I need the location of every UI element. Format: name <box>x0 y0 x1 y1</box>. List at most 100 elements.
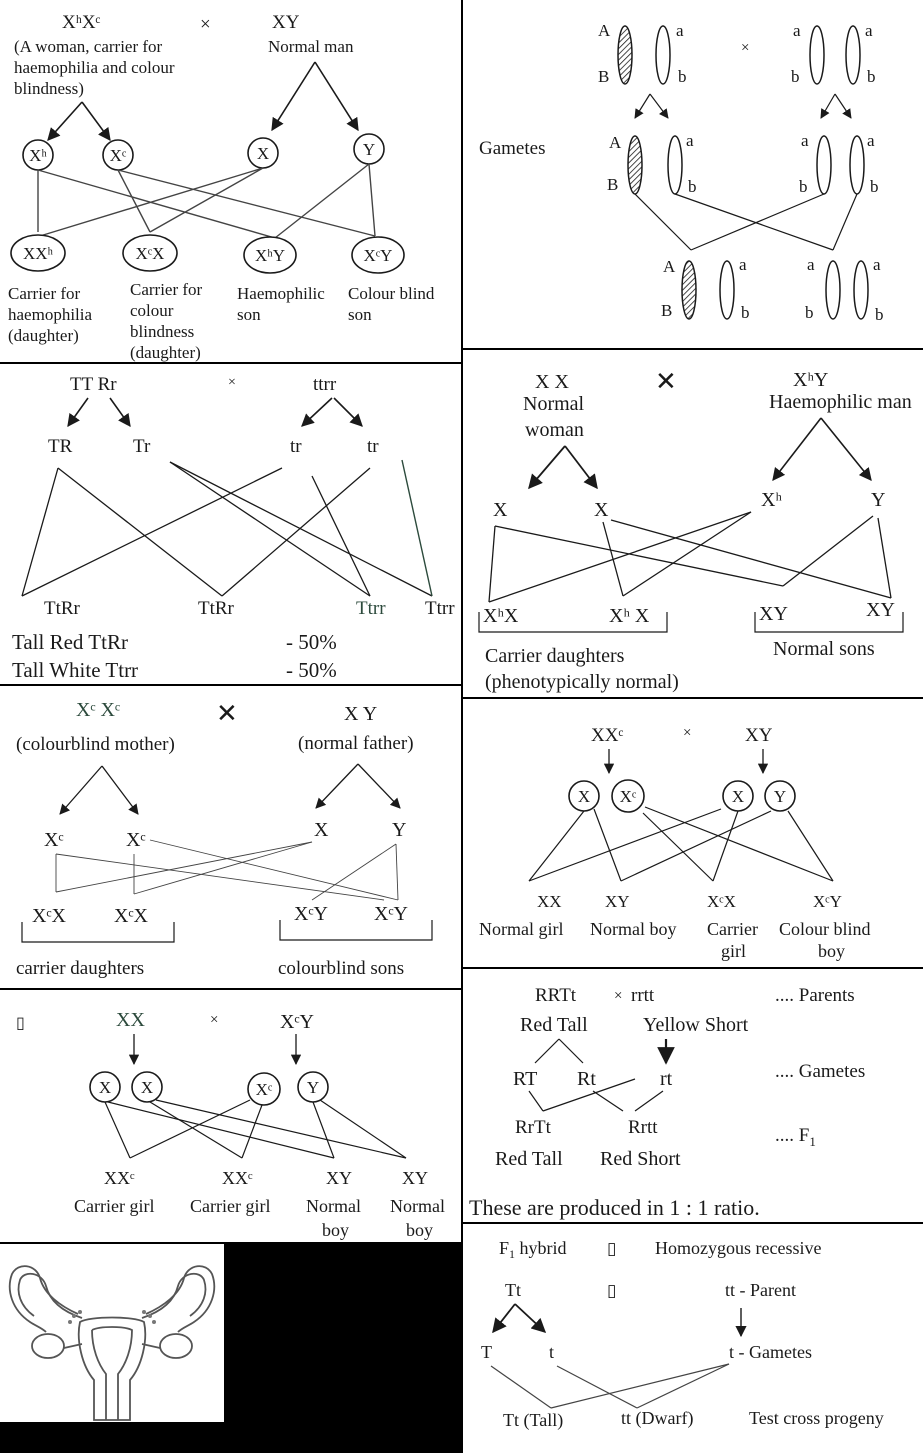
gamete-label: X <box>314 819 329 841</box>
panel-carrier-mother-cross: XXᶜ × XY X Xᶜ X Y XX XY XᶜX XᶜY Normal g… <box>463 699 923 967</box>
panel-colourblind-father-cross: ▯ XX × XᶜY X X Xᶜ Y XXᶜ XXᶜ XY XY Carrie… <box>0 990 461 1242</box>
parent1-genotype: TT Rr <box>70 374 117 395</box>
gamete-label: Y <box>871 489 885 511</box>
allele: b <box>875 305 884 324</box>
offspring-desc: Normal <box>390 1196 445 1216</box>
offspring-phenotype: Red Short <box>600 1148 681 1170</box>
offspring-genotype: Xʰ X <box>609 605 650 627</box>
cross-symbol: × <box>210 1012 218 1028</box>
gamete-label: t <box>549 1342 554 1362</box>
offspring-circle <box>122 234 178 272</box>
allele: b <box>791 67 800 86</box>
allele: a <box>807 255 815 274</box>
gamete-label: X <box>493 499 508 521</box>
offspring-desc: Carrier for <box>8 284 81 303</box>
offspring-genotype: Ttrr <box>425 598 455 619</box>
allele: a <box>801 131 809 150</box>
parent1-genotype: Tt <box>505 1280 521 1300</box>
allele: b <box>799 177 808 196</box>
offspring-desc: haemophilia <box>8 305 92 324</box>
offspring-desc: blindness <box>130 322 194 341</box>
mother-genotype: Xᶜ Xᶜ <box>76 699 120 721</box>
gamete-label: Xᶜ <box>126 829 146 851</box>
offspring-genotype: Ttrr <box>356 598 386 619</box>
parents-tag: .... Parents <box>775 985 855 1006</box>
offspring-genotype: XᶜY <box>364 246 393 265</box>
panel-test-cross: F1 hybrid ▯ Homozygous recessive Tt ▯ tt… <box>463 1224 923 1453</box>
gamete-label: T <box>481 1342 492 1362</box>
offspring-genotype: XY <box>866 599 895 621</box>
offspring-desc: girl <box>721 941 746 961</box>
mother-desc-line1: Normal <box>523 393 585 415</box>
group-label: colourblind sons <box>278 958 404 979</box>
cross-symbol: ✕ <box>216 699 238 728</box>
allele: a <box>867 131 875 150</box>
allele: a <box>739 255 747 274</box>
offspring-desc: Carrier for <box>130 280 203 299</box>
allele: A <box>663 257 676 276</box>
offspring-phenotype: Red Tall <box>495 1148 563 1170</box>
allele: b <box>678 67 687 86</box>
uterus-illustration <box>8 1265 216 1421</box>
father-genotype: XᶜY <box>280 1011 314 1033</box>
father-desc: Normal man <box>268 37 354 56</box>
panel-linkage-cross: A B a b × a b a b Gametes A B a b a b a … <box>463 0 923 348</box>
offspring-desc: Haemophilic <box>237 284 325 303</box>
offspring-genotype: XᶜX <box>707 892 736 911</box>
offspring-genotype: XXᶜ <box>222 1168 253 1188</box>
gamete-label: Xᶜ <box>110 146 127 165</box>
chromosome <box>849 135 865 195</box>
father-genotype: XʰY <box>793 369 828 391</box>
chromosome-hatched <box>681 260 697 320</box>
result-value: - 50% <box>286 658 337 682</box>
chromosome <box>655 25 671 85</box>
offspring-desc: boy <box>818 941 845 961</box>
offspring-genotype: XXᶜ <box>104 1168 135 1188</box>
offspring-desc: Colour blind <box>348 284 435 303</box>
mother-genotype: XX <box>116 1009 145 1031</box>
offspring-circle <box>351 236 405 274</box>
panel-uterus-illustration <box>0 1244 224 1422</box>
parent2-genotype: ttrr <box>313 374 337 395</box>
allele: b <box>688 177 697 196</box>
group-label: Normal sons <box>773 638 875 660</box>
offspring-genotype: XY <box>605 892 630 911</box>
offspring-genotype: XᶜY <box>294 903 328 925</box>
gamete-label: X <box>257 144 269 163</box>
offspring-genotype: TtRr <box>44 598 81 619</box>
gamete-label: X <box>141 1078 153 1097</box>
cross-diagram-8: ▯ XX × XᶜY X X Xᶜ Y XXᶜ XXᶜ XY XY Carrie… <box>16 1009 445 1240</box>
allele: a <box>873 255 881 274</box>
father-genotype: XY <box>272 12 300 33</box>
mother-desc-line2: haemophilia and colour <box>14 58 175 77</box>
mother-desc-line2: woman <box>525 419 584 441</box>
result-label: Tall White Ttrr <box>12 658 138 682</box>
mother-genotype: XʰXᶜ <box>62 12 101 33</box>
cross-symbol: × <box>200 14 211 35</box>
offspring-desc: Carrier <box>707 919 758 939</box>
cross-diagram-10: F1 hybrid ▯ Homozygous recessive Tt ▯ tt… <box>481 1238 884 1431</box>
missing-glyph: ▯ <box>607 1239 616 1258</box>
chromosome <box>816 135 832 195</box>
allele: A <box>598 21 611 40</box>
offspring-desc: (daughter) <box>8 326 79 345</box>
chromosome <box>825 260 841 320</box>
offspring-circle <box>10 234 66 272</box>
cross-symbol: × <box>683 725 691 741</box>
gametes-tag: .... Gametes <box>775 1061 865 1082</box>
gamete-right-label: t - Gametes <box>729 1342 812 1362</box>
gamete-label: Y <box>363 140 375 159</box>
offspring-genotype: XXʰ <box>23 244 54 263</box>
offspring-genotype: XᶜY <box>813 892 842 911</box>
allele: b <box>870 177 879 196</box>
offspring-genotype: XY <box>402 1168 428 1188</box>
parent1-genotype: RRTt <box>535 985 577 1006</box>
chromosome-hatched <box>627 135 643 195</box>
offspring-genotype: Tt (Tall) <box>503 1410 563 1431</box>
panel-dihybrid-tt-rr: TT Rr × ttrr TR Tr tr tr TtRr TtRr Ttrr … <box>0 364 461 684</box>
gamete-label: rt <box>660 1068 673 1090</box>
offspring-desc: Colour blind <box>779 919 871 939</box>
panel-colourblind-mother-cross: Xᶜ Xᶜ ✕ X Y (colourblind mother) (normal… <box>0 686 461 988</box>
gametes-label: Gametes <box>479 138 545 159</box>
offspring-genotype: XʰX <box>483 605 519 627</box>
